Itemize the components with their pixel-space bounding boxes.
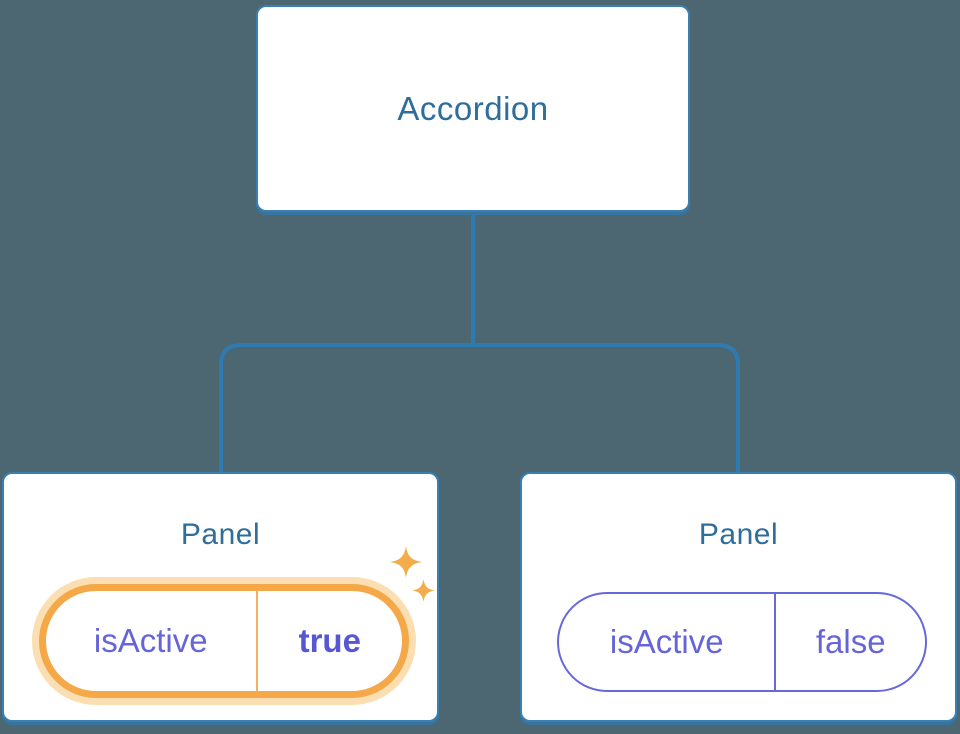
prop-value-label: true: [298, 622, 361, 659]
panel-node-active: Panel isActive true: [2, 472, 439, 722]
state-pill-active-highlight: isActive true: [32, 577, 416, 705]
accordion-node-label: Accordion: [397, 89, 549, 127]
state-pill-active: isActive true: [39, 584, 409, 698]
panel-node-inactive: Panel isActive false: [520, 472, 957, 722]
panel-inactive-label: Panel: [698, 518, 779, 551]
connector-branch: [219, 343, 740, 474]
sparkle-icon-small: [412, 579, 435, 602]
state-pill-inactive: isActive false: [557, 592, 927, 692]
panel-active-label: Panel: [180, 518, 261, 551]
prop-name-label: isActive: [559, 594, 777, 690]
prop-value-label: false: [815, 623, 886, 660]
accordion-node: Accordion: [256, 5, 690, 212]
sparkle-icon-large: [390, 546, 422, 578]
prop-name-label: isActive: [46, 591, 258, 691]
